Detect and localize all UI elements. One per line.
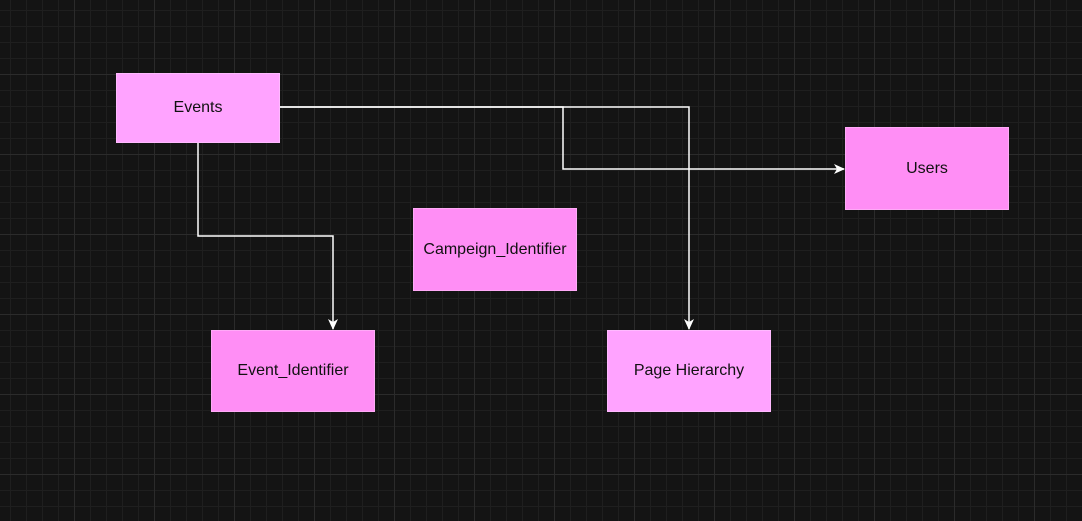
- node-events[interactable]: Events: [116, 73, 280, 143]
- node-campaign-identifier-label: Campeign_Identifier: [423, 240, 567, 258]
- node-page-hierarchy[interactable]: Page Hierarchy: [607, 330, 771, 412]
- edge-events-to-users[interactable]: [280, 106, 845, 174]
- node-event-identifier[interactable]: Event_Identifier: [211, 330, 375, 412]
- node-event-identifier-label: Event_Identifier: [237, 362, 349, 379]
- node-users-label: Users: [906, 159, 948, 177]
- node-page-hierarchy-label: Page Hierarchy: [633, 362, 745, 379]
- node-users[interactable]: Users: [845, 127, 1009, 210]
- edge-events-to-event-identifier[interactable]: [197, 143, 338, 330]
- node-events-label: Events: [173, 99, 223, 116]
- node-campaign-identifier[interactable]: Campeign_Identifier: [413, 208, 577, 291]
